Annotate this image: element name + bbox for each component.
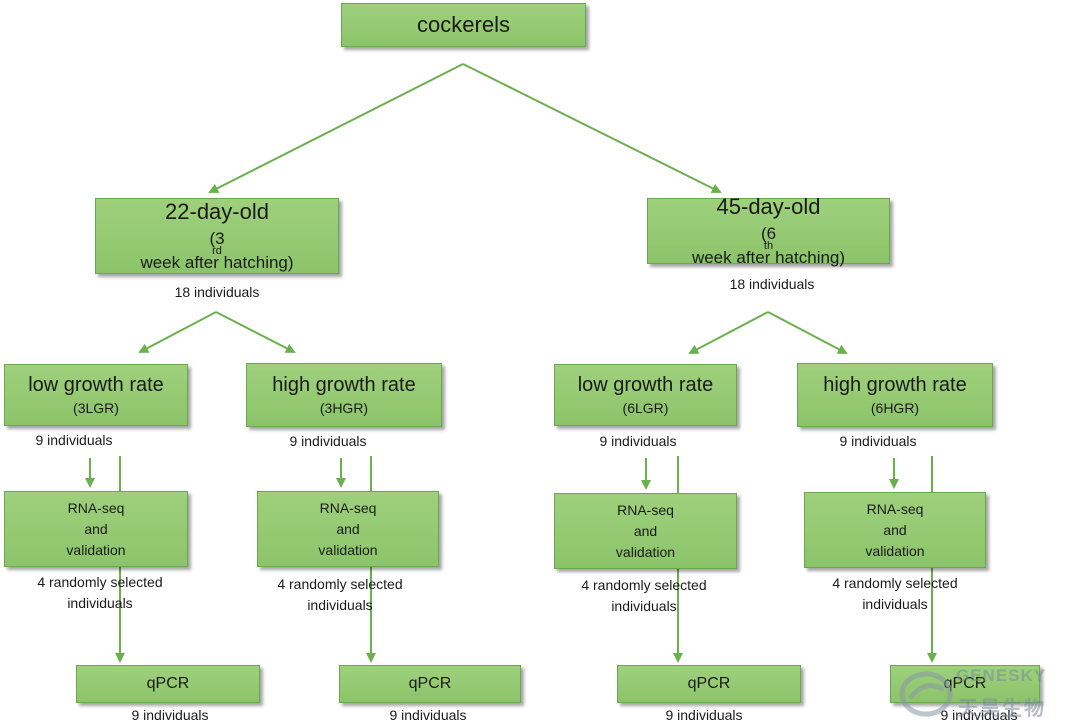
age-45-count: 18 individuals <box>729 276 815 292</box>
age-22-title: 22-day-old <box>165 199 269 224</box>
group-6lgr-code: (6LGR) <box>622 400 669 416</box>
selected-3lgr-label: 4 randomly selected individuals <box>37 574 163 611</box>
qpcr-3lgr-label: qPCR <box>146 675 190 692</box>
rna-6lgr-line-3: validation <box>615 543 676 560</box>
group-3lgr-title: low growth rate <box>28 374 164 396</box>
qpcr-3hgr-box: qPCR <box>339 665 521 703</box>
qpcr-3lgr-count: 9 individuals <box>131 707 209 723</box>
rna-3lgr-box: RNA-seq and validation <box>4 491 188 567</box>
group-3lgr-code: (3LGR) <box>73 400 119 416</box>
rna-3hgr-box: RNA-seq and validation <box>257 491 439 567</box>
group-6lgr-count: 9 individuals <box>599 433 677 449</box>
arrow-age-45-to-6hgr <box>767 311 848 354</box>
arrow-root-to-age-22 <box>208 63 464 193</box>
age-45-title: 45-day-old <box>716 194 821 219</box>
watermark: GENESKY 天昊生物 <box>896 664 1076 722</box>
qpcr-6lgr-count: 9 individuals <box>665 707 743 723</box>
qpcr-3hgr-label: qPCR <box>408 675 452 692</box>
rna-3hgr-line-3: validation <box>318 541 378 558</box>
rna-3hgr-line-1: RNA-seq <box>319 499 377 516</box>
age-22-count: 18 individuals <box>174 284 260 300</box>
rna-3hgr-line-2: and <box>336 520 360 537</box>
qpcr-6hgr-box: qPCR <box>890 665 1040 703</box>
group-6lgr-title: low growth rate <box>577 374 714 396</box>
qpcr-3lgr-box: qPCR <box>76 665 260 703</box>
rna-3lgr-line-2: and <box>84 520 108 537</box>
watermark-chinese: 天昊生物 <box>958 698 1046 720</box>
arrow-root-to-age-45 <box>462 63 722 193</box>
arrow-age-45-to-6lgr <box>688 311 769 354</box>
rna-6hgr-line-2: and <box>883 521 907 538</box>
rna-6lgr-line-2: and <box>633 522 658 539</box>
selected-6lgr-label: 4 randomly selected individuals <box>581 577 707 614</box>
arrow-age-22-to-3hgr <box>215 311 296 353</box>
rna-6lgr-box: RNA-seq and validation <box>554 493 737 569</box>
group-6hgr-box: high growth rate (6HGR) <box>797 363 993 427</box>
group-6hgr-title: high growth rate <box>823 374 967 396</box>
group-3hgr-code: (3HGR) <box>319 400 369 416</box>
arrow-age-22-to-3lgr <box>138 311 217 353</box>
selected-6hgr-label: 4 randomly selected individuals <box>832 575 958 612</box>
rna-6hgr-line-3: validation <box>865 542 925 559</box>
qpcr-6lgr-box: qPCR <box>617 665 801 703</box>
group-3lgr-box: low growth rate (3LGR) <box>4 364 188 426</box>
group-6hgr-code: (6HGR) <box>870 400 920 416</box>
qpcr-6hgr-count: 9 individuals <box>940 707 1018 723</box>
qpcr-6hgr-label: qPCR <box>943 675 987 692</box>
group-6lgr-box: low growth rate (6LGR) <box>554 364 737 426</box>
rna-6hgr-box: RNA-seq and validation <box>804 492 986 568</box>
group-6hgr-count: 9 individuals <box>839 433 917 449</box>
rna-3lgr-line-1: RNA-seq <box>67 499 125 516</box>
group-3hgr-count: 9 individuals <box>289 433 367 449</box>
watermark-latin: GENESKY <box>956 666 1047 685</box>
root-label: cockerels <box>417 12 510 37</box>
group-3hgr-box: high growth rate (3HGR) <box>246 363 442 427</box>
selected-3hgr-label: 4 randomly selected individuals <box>277 576 403 613</box>
rna-3lgr-line-3: validation <box>66 541 126 558</box>
qpcr-3hgr-count: 9 individuals <box>389 707 467 723</box>
qpcr-6lgr-label: qPCR <box>687 675 731 692</box>
watermark-logo-icon <box>899 671 953 717</box>
group-3hgr-title: high growth rate <box>272 374 416 396</box>
group-3lgr-count: 9 individuals <box>35 432 113 448</box>
root-box: cockerels <box>341 3 586 47</box>
rna-6lgr-line-1: RNA-seq <box>617 501 674 518</box>
rna-6hgr-line-1: RNA-seq <box>866 500 924 517</box>
